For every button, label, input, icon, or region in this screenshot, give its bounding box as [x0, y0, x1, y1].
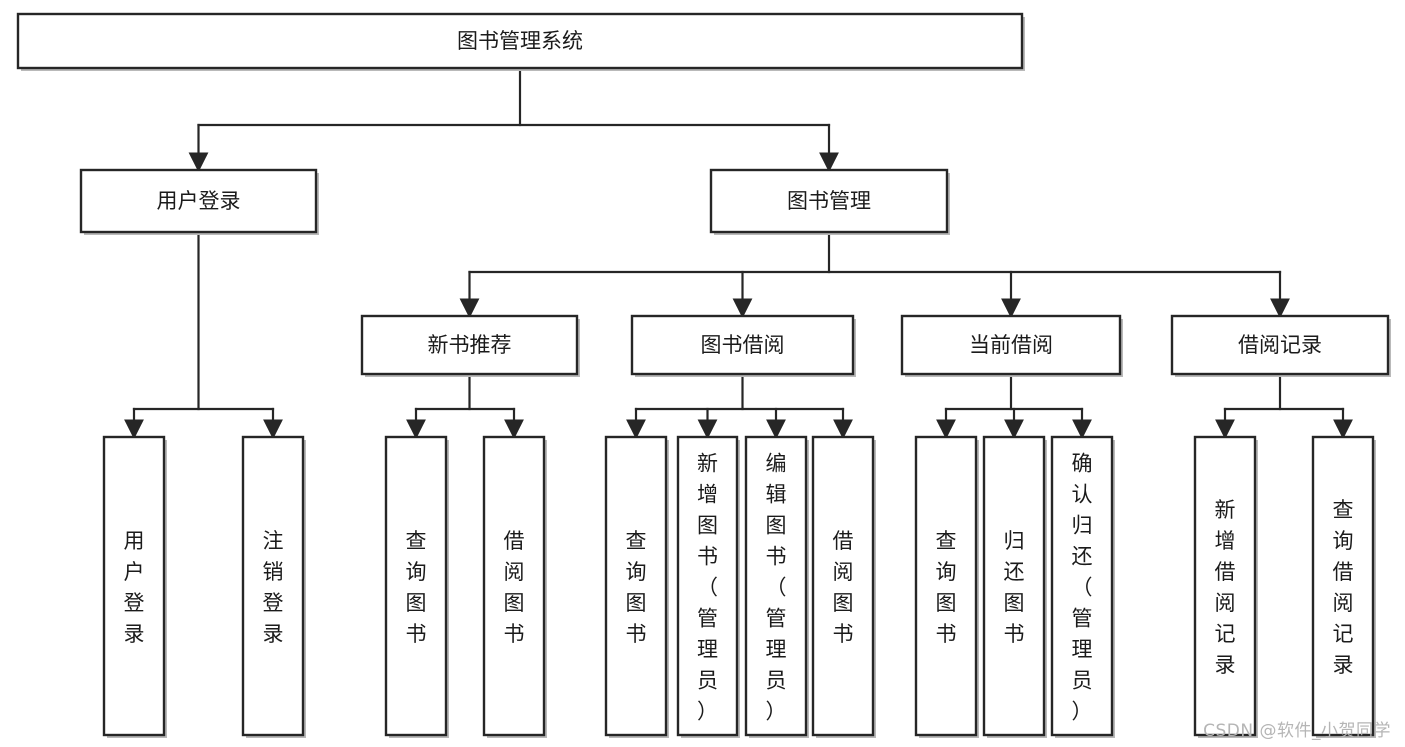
node-box[interactable] — [900, 314, 1122, 376]
node-label: 查询图书 — [406, 529, 427, 646]
node-box[interactable] — [914, 435, 978, 737]
node-label: 借阅记录 — [1238, 333, 1322, 357]
node-label: 新增借阅记录 — [1215, 498, 1236, 677]
node-lf6[interactable]: 新增图书（管理员） — [676, 435, 740, 738]
node-l2c[interactable]: 当前借阅 — [900, 314, 1123, 377]
edge-layer — [124, 66, 1353, 440]
node-lf12[interactable]: 新增借阅记录 — [1193, 435, 1258, 738]
node-box[interactable] — [241, 435, 305, 737]
node-box[interactable] — [79, 168, 318, 234]
edge-group-l2c — [936, 372, 1092, 440]
node-label: 确认归还（管理员） — [1072, 452, 1093, 724]
node-label: 编辑图书（管理员） — [766, 452, 787, 724]
node-label: 用户登录 — [157, 189, 241, 213]
node-label: 新书推荐 — [428, 333, 512, 357]
node-box[interactable] — [360, 314, 579, 376]
node-lf8[interactable]: 借阅图书 — [811, 435, 876, 738]
node-box[interactable] — [102, 435, 166, 737]
node-lf2[interactable]: 注销登录 — [241, 435, 306, 738]
node-box[interactable] — [16, 12, 1024, 70]
node-box[interactable] — [604, 435, 668, 737]
node-root[interactable]: 图书管理系统 — [16, 12, 1025, 71]
node-label: 借阅图书 — [504, 529, 525, 646]
node-l1a[interactable]: 用户登录 — [79, 168, 319, 235]
node-lf5[interactable]: 查询图书 — [604, 435, 669, 738]
edge-group-l2d — [1215, 372, 1353, 440]
node-l2a[interactable]: 新书推荐 — [360, 314, 580, 377]
node-box[interactable] — [709, 168, 949, 234]
node-label: 借阅图书 — [833, 529, 854, 646]
node-lf1[interactable]: 用户登录 — [102, 435, 167, 738]
node-l2d[interactable]: 借阅记录 — [1170, 314, 1391, 377]
node-box[interactable] — [384, 435, 448, 737]
node-lf3[interactable]: 查询图书 — [384, 435, 449, 738]
node-box[interactable] — [1193, 435, 1257, 737]
node-label: 图书借阅 — [701, 333, 785, 357]
node-lf10[interactable]: 归还图书 — [982, 435, 1047, 738]
node-box[interactable] — [1311, 435, 1375, 737]
node-box[interactable] — [1050, 435, 1114, 737]
edge-group-root — [188, 66, 839, 173]
node-lf7[interactable]: 编辑图书（管理员） — [744, 435, 809, 738]
node-label: 图书管理系统 — [457, 29, 583, 53]
node-label: 当前借阅 — [969, 333, 1053, 357]
node-box[interactable] — [630, 314, 855, 376]
node-label: 注销登录 — [263, 529, 284, 646]
node-label: 用户登录 — [124, 529, 145, 646]
node-l2b[interactable]: 图书借阅 — [630, 314, 856, 377]
edge-group-l1a — [124, 230, 283, 440]
node-label: 查询图书 — [626, 529, 647, 646]
node-layer: 图书管理系统用户登录图书管理新书推荐图书借阅当前借阅借阅记录用户登录注销登录查询… — [16, 12, 1391, 738]
node-box[interactable] — [811, 435, 875, 737]
edge-group-l1b — [459, 230, 1290, 319]
node-label: 归还图书 — [1004, 529, 1025, 646]
node-label: 图书管理 — [787, 189, 871, 213]
node-box[interactable] — [676, 435, 739, 737]
node-box[interactable] — [744, 435, 808, 737]
node-box[interactable] — [982, 435, 1046, 737]
node-label: 查询借阅记录 — [1333, 498, 1354, 677]
node-lf4[interactable]: 借阅图书 — [482, 435, 547, 738]
node-box[interactable] — [482, 435, 546, 737]
node-label: 查询图书 — [936, 529, 957, 646]
node-label: 新增图书（管理员） — [697, 452, 718, 724]
edge-group-l2b — [626, 372, 853, 440]
edge-group-l2a — [406, 372, 524, 440]
node-box[interactable] — [1170, 314, 1390, 376]
node-lf9[interactable]: 查询图书 — [914, 435, 979, 738]
node-lf13[interactable]: 查询借阅记录 — [1311, 435, 1376, 738]
node-l1b[interactable]: 图书管理 — [709, 168, 950, 235]
node-lf11[interactable]: 确认归还（管理员） — [1050, 435, 1115, 738]
